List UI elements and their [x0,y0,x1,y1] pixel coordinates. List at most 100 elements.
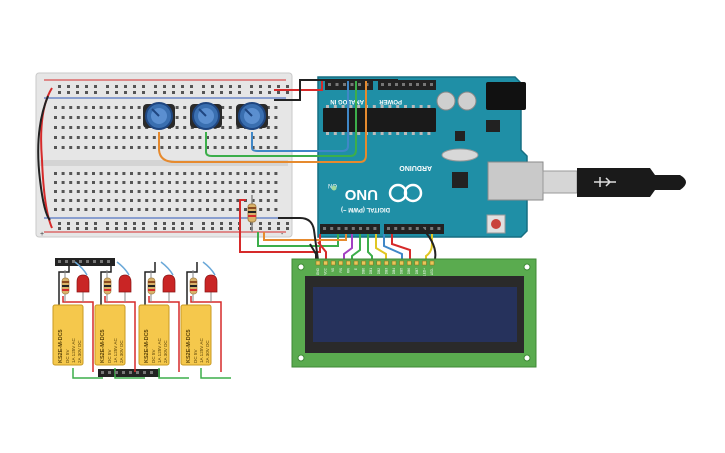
analog-pin[interactable] [335,83,339,86]
chip-pin [404,105,407,108]
hole [213,146,217,149]
digital-pin[interactable] [415,227,419,230]
relay-wire-red [148,296,180,372]
hole [130,208,133,211]
lcd-pin[interactable] [315,260,321,266]
relay-header-pin[interactable] [129,371,132,374]
digital-pin[interactable] [330,227,334,230]
digital-pin[interactable] [401,227,405,230]
lcd-pin[interactable] [391,260,397,266]
lcd-pin[interactable] [368,260,374,266]
digital-pin[interactable] [373,227,377,230]
potentiometer-3[interactable] [236,102,268,130]
relay-header-pin[interactable] [72,260,75,263]
analog-pin[interactable] [350,83,354,86]
hole [175,181,179,184]
relay-header-pin[interactable] [122,371,125,374]
hole [99,199,103,202]
hole [145,190,149,193]
relay-header-pin[interactable] [86,260,89,263]
lcd-pin[interactable] [330,260,336,266]
analog-pin[interactable] [328,83,331,86]
relay-header-pin[interactable] [65,260,68,263]
reset-button[interactable] [491,219,501,229]
power-pin[interactable] [409,83,412,86]
lcd-pin[interactable] [399,260,404,266]
lcd-pin[interactable] [429,260,435,266]
relay-header-pin[interactable] [58,260,61,263]
relay-header-pin[interactable] [115,371,118,374]
lcd-pin[interactable] [406,260,412,266]
digital-pin[interactable] [394,227,398,230]
potentiometer-1[interactable] [143,102,175,130]
potentiometer-2[interactable] [190,102,222,130]
power-pin[interactable] [430,83,433,86]
lcd-pin[interactable] [323,260,328,266]
lcd-pin[interactable] [353,260,359,266]
hole [160,146,164,149]
digital-pin[interactable] [408,227,412,230]
hole [54,199,57,202]
arduino-uno[interactable]: ANALOG IN POWER UNO ARDUINO ON DIGITAL (… [317,76,544,238]
lcd-pin-label: DB2 [377,268,381,274]
lcd-pin-label: RW [346,268,350,273]
hole [190,199,194,202]
digital-pin[interactable] [437,227,441,230]
rail-hole [220,222,223,225]
digital-pin[interactable] [430,227,434,230]
digital-pin[interactable] [337,227,341,230]
relay-header-pin[interactable] [150,371,153,374]
hole [130,146,133,149]
hole [266,208,270,211]
power-pin[interactable] [423,83,426,86]
relay-header-pin[interactable] [101,371,104,374]
hole [122,126,126,129]
resistor-breadboard[interactable] [247,195,257,232]
digital-pin[interactable] [323,227,326,230]
lcd-pin[interactable] [422,260,427,266]
hole [92,116,95,119]
relay-header-pin[interactable] [79,260,82,263]
hole [61,116,65,119]
power-pin[interactable] [402,83,405,86]
rail-hole [85,91,88,94]
lcd-pin[interactable] [361,260,366,266]
digital-pin[interactable] [387,227,390,230]
hole [168,190,171,193]
relay-header-pin[interactable] [136,371,139,374]
relay-led [76,274,90,302]
relay-header-pin[interactable] [100,260,103,263]
digital-pin[interactable] [423,227,426,230]
power-pin[interactable] [395,83,398,86]
digital-pin[interactable] [351,227,355,230]
analog-pin[interactable] [358,83,361,86]
lcd-pin[interactable] [384,260,389,266]
lcd-pin[interactable] [414,260,420,266]
digital-pin[interactable] [344,227,348,230]
relay-header-pin[interactable] [93,260,96,263]
rail-hole [220,91,223,94]
relay-header-pin[interactable] [108,371,111,374]
rail-hole [124,85,127,88]
digital-pin[interactable] [359,227,362,230]
lcd-pin[interactable] [346,260,351,266]
power-pin[interactable] [381,83,384,86]
analog-pin[interactable] [343,83,346,86]
hole [114,126,118,129]
relay-header-pin[interactable] [143,371,146,374]
pot-1-indicator [151,108,160,117]
lcd-pin-label: DB0 [362,268,366,274]
lcd-pin[interactable] [376,260,382,266]
power-pin[interactable] [388,83,391,86]
capacitor-2 [457,91,477,111]
relay-header-pin[interactable] [107,260,110,263]
hole [266,116,270,119]
power-pin[interactable] [416,83,419,86]
lcd-pin[interactable] [338,260,344,266]
digital-pin[interactable] [366,227,370,230]
